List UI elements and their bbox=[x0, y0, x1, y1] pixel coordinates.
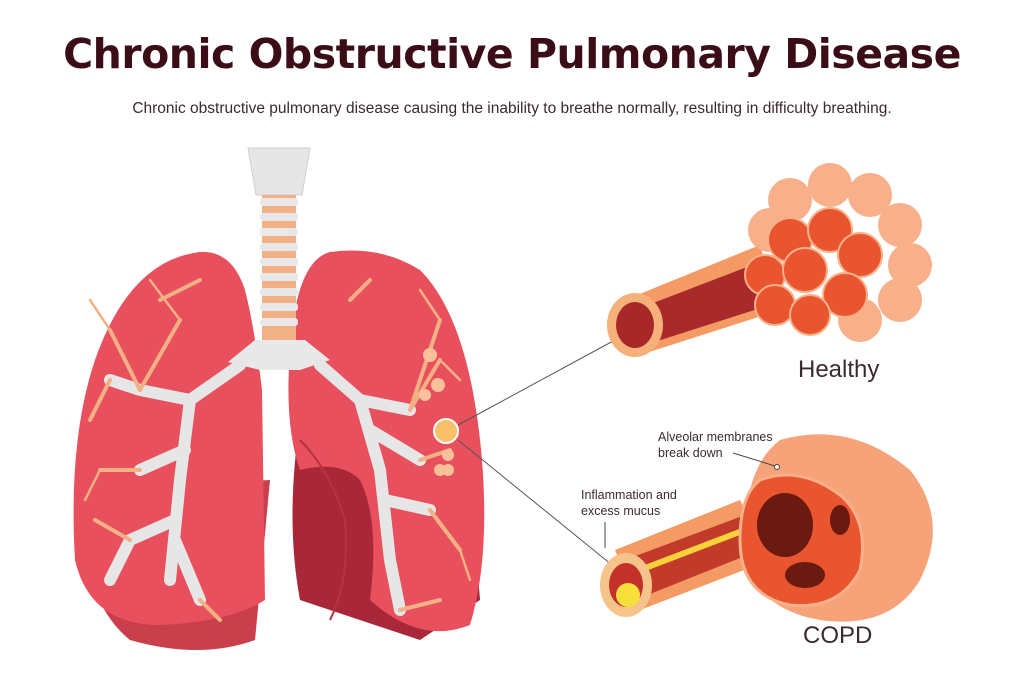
alveolar-label-line1: Alveolar membranes bbox=[658, 430, 773, 444]
alveolar-label-line2: break down bbox=[658, 446, 723, 460]
page-title: Chronic Obstructive Pulmonary Disease bbox=[63, 30, 961, 78]
page-subtitle: Chronic obstructive pulmonary disease ca… bbox=[132, 100, 892, 117]
inflammation-label-line1: Inflammation and bbox=[581, 488, 677, 502]
alveolar-membranes-label: Alveolar membranes break down bbox=[658, 429, 773, 461]
bronchial-tree bbox=[83, 278, 472, 622]
inflammation-label: Inflammation and excess mucus bbox=[581, 487, 677, 519]
copd-airway-alveoli bbox=[600, 434, 933, 622]
copd-label: COPD bbox=[803, 622, 873, 649]
healthy-airway-alveoli bbox=[607, 163, 932, 357]
left-lung bbox=[73, 251, 265, 625]
healthy-label: Healthy bbox=[798, 356, 880, 383]
inflammation-label-line2: excess mucus bbox=[581, 504, 661, 518]
highlighted-alveolus bbox=[433, 418, 459, 444]
trachea bbox=[228, 147, 330, 370]
